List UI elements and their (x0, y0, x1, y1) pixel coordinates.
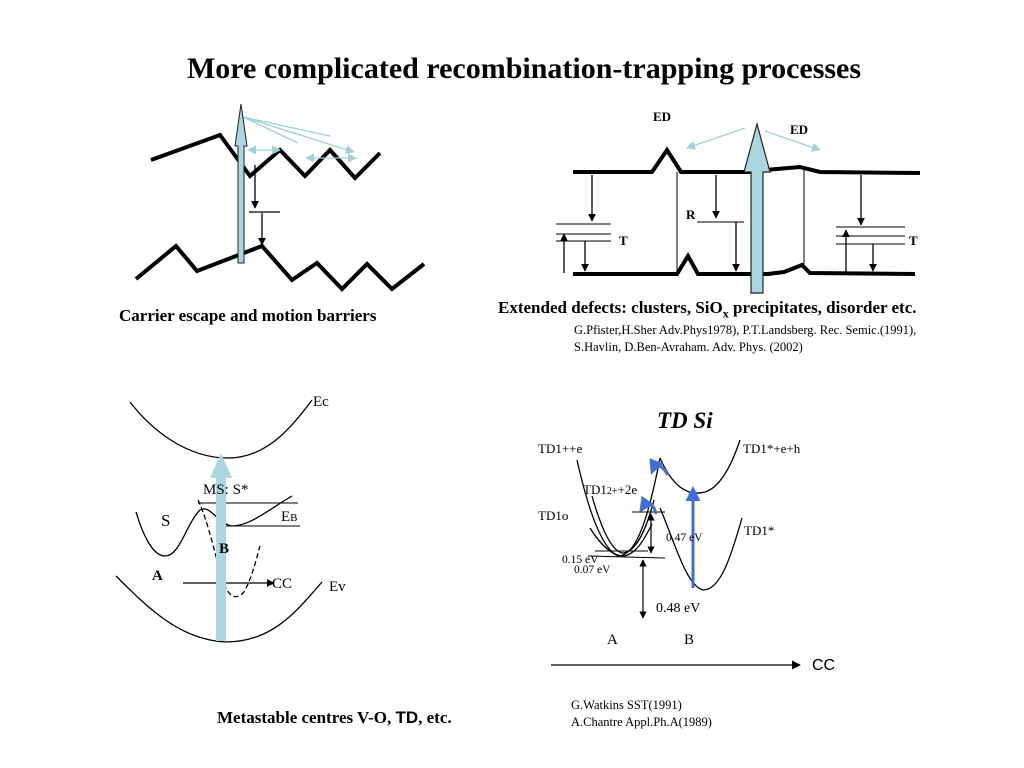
caption-extended-defects: Extended defects: clusters, SiOx precipi… (498, 298, 917, 321)
level-line-007 (587, 555, 666, 559)
label-td1o: TD1o (538, 508, 569, 523)
slide-title: More complicated recombination-trapping … (186, 52, 862, 85)
label-r: R (686, 207, 696, 222)
b-dashed-curve (197, 499, 261, 598)
ev-curve (115, 575, 323, 643)
excitation-arrow (210, 453, 232, 641)
label-048: 0.48 eV (656, 601, 701, 616)
panel-carrier-escape-diagram (134, 103, 426, 292)
label-a-right: A (607, 632, 618, 648)
caption-metastable: Metastable centres V-O, TD, etc. (217, 708, 452, 727)
label-td1star: TD1* (744, 523, 775, 538)
label-cc-left: CC (272, 576, 293, 592)
excitation-arrow (234, 103, 248, 264)
label-t-right: T (909, 233, 918, 248)
td1-2plus-curve (591, 495, 655, 554)
ec-curve (129, 399, 313, 459)
ed-arrow (686, 127, 746, 150)
conduction-band-zigzag (150, 132, 382, 181)
label-ms: MS: S* (203, 482, 249, 498)
label-b-right: B (684, 632, 695, 648)
escape-path-line (242, 116, 355, 154)
td1star-curve (659, 507, 743, 591)
label-t-left: T (619, 233, 628, 248)
td1pp-curve (576, 457, 661, 557)
s-well-curve (135, 495, 293, 557)
caption-carrier-escape: Carrier escape and motion barriers (119, 306, 377, 325)
label-ed-left: ED (653, 109, 672, 124)
valence-band-edge (573, 252, 916, 276)
reference-td-si: G.Watkins SST(1991) A.Chantre Appl.Ph.A(… (571, 698, 712, 729)
panel-metastable-diagram (115, 399, 323, 643)
label-td1star-eh: TD1*+e+h (743, 441, 801, 456)
td-curved-arrow (639, 495, 658, 515)
excitation-arrow (743, 121, 771, 294)
panel-extended-defects-diagram (556, 121, 921, 294)
td1star-eh-curve (659, 439, 741, 494)
label-b: B (219, 541, 230, 557)
td-curved-arrow (649, 458, 670, 476)
label-007: 0.07 eV (574, 564, 611, 576)
label-eb: EB (281, 509, 298, 525)
label-s: S (161, 511, 171, 530)
label-047: 0.47 eV (666, 532, 703, 544)
td1o-curve (589, 523, 653, 557)
label-td1-2plus: TD12++2e (583, 482, 638, 497)
label-cc-right: CC (812, 657, 836, 674)
label-a: A (152, 568, 163, 584)
valence-band-zigzag (134, 243, 426, 292)
label-015: 0.15 eV (562, 554, 599, 566)
reference-extended-defects: G.Pfister,H.Sher Adv.Phys1978), P.T.Land… (574, 323, 917, 354)
escape-path-line (242, 116, 299, 144)
escape-path-line (242, 116, 331, 137)
label-ev: Ev (329, 579, 346, 595)
label-ec: Ec (313, 394, 329, 410)
label-td1pp-e: TD1++e (538, 441, 583, 456)
heading-td-si: TD Si (657, 408, 713, 433)
label-ed-right: ED (790, 122, 809, 137)
panel-td-si-diagram (551, 439, 801, 670)
ed-arrow (764, 130, 821, 152)
